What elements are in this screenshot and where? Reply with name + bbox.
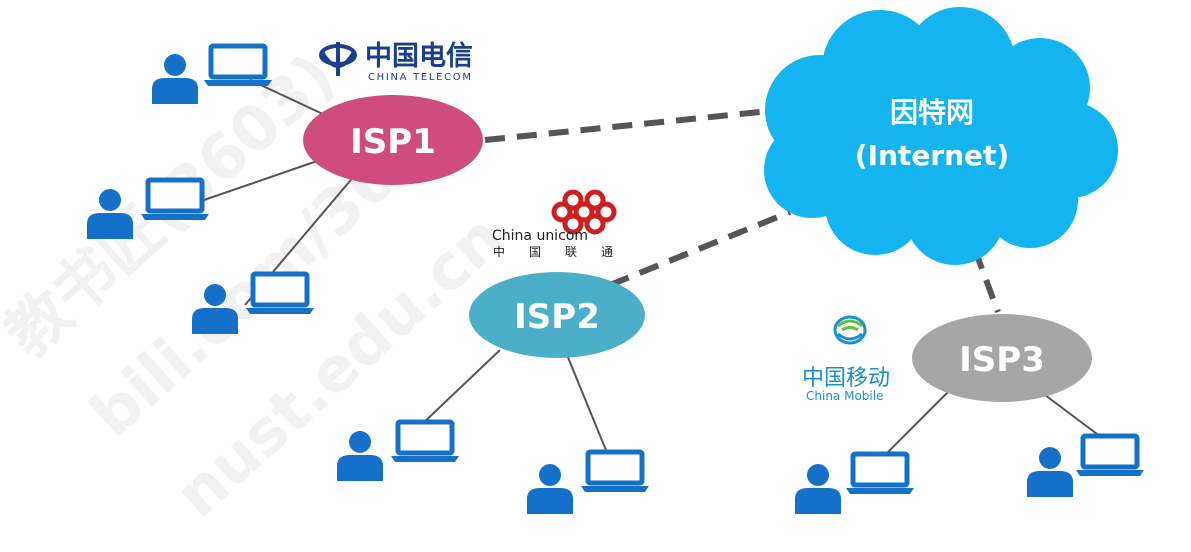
- user-group-7: [1027, 436, 1144, 497]
- user-group-4: [337, 422, 459, 481]
- laptop-icon: [246, 274, 314, 314]
- china-telecom-logo: 中国电信 CHINA TELECOM: [319, 41, 473, 83]
- user-icon: [152, 54, 198, 104]
- laptop-icon: [581, 452, 649, 492]
- isp1-label: ISP1: [350, 122, 436, 162]
- isp1-node: ISP1: [303, 95, 483, 185]
- china-mobile-logo: 中国移动 China Mobile: [802, 315, 890, 403]
- link-isp3-user7: [1044, 394, 1106, 441]
- link-isp2-user5: [564, 349, 611, 461]
- user-group-5: [527, 452, 649, 514]
- user-icon: [795, 464, 841, 514]
- laptop-icon: [1076, 436, 1144, 476]
- china-telecom-en-text: CHINA TELECOM: [368, 72, 471, 83]
- user-group-6: [795, 454, 914, 514]
- user-icon: [337, 431, 383, 481]
- china-unicom-en-text: China unicom: [492, 228, 588, 244]
- china-mobile-cn-text: 中国移动: [802, 366, 890, 391]
- user-icon: [527, 464, 573, 514]
- isp2-node: ISP2: [469, 272, 645, 358]
- cloud-label-en: (Internet): [855, 139, 1009, 172]
- link-isp3-internet: [972, 248, 1001, 314]
- link-isp1-internet: [484, 109, 761, 143]
- laptop-icon: [846, 454, 914, 494]
- china-unicom-knot-icon: [551, 189, 617, 235]
- user-icon: [1027, 447, 1073, 497]
- internet-cloud: [764, 7, 1118, 265]
- backbone-links: [484, 109, 1001, 314]
- china-mobile-en-text: China Mobile: [806, 389, 883, 403]
- isp2-label: ISP2: [514, 297, 600, 337]
- laptop-icon: [391, 422, 459, 462]
- china-telecom-emblem-icon: [319, 42, 357, 76]
- laptop-icon: [141, 180, 209, 220]
- china-mobile-emblem-icon: [833, 315, 867, 345]
- link-isp2-internet: [608, 209, 792, 288]
- laptop-icon: [204, 46, 272, 86]
- cloud-label-cn: 因特网: [890, 96, 974, 129]
- china-telecom-cn-text: 中国电信: [365, 41, 473, 72]
- isp3-label: ISP3: [959, 340, 1045, 380]
- isp3-node: ISP3: [912, 314, 1092, 402]
